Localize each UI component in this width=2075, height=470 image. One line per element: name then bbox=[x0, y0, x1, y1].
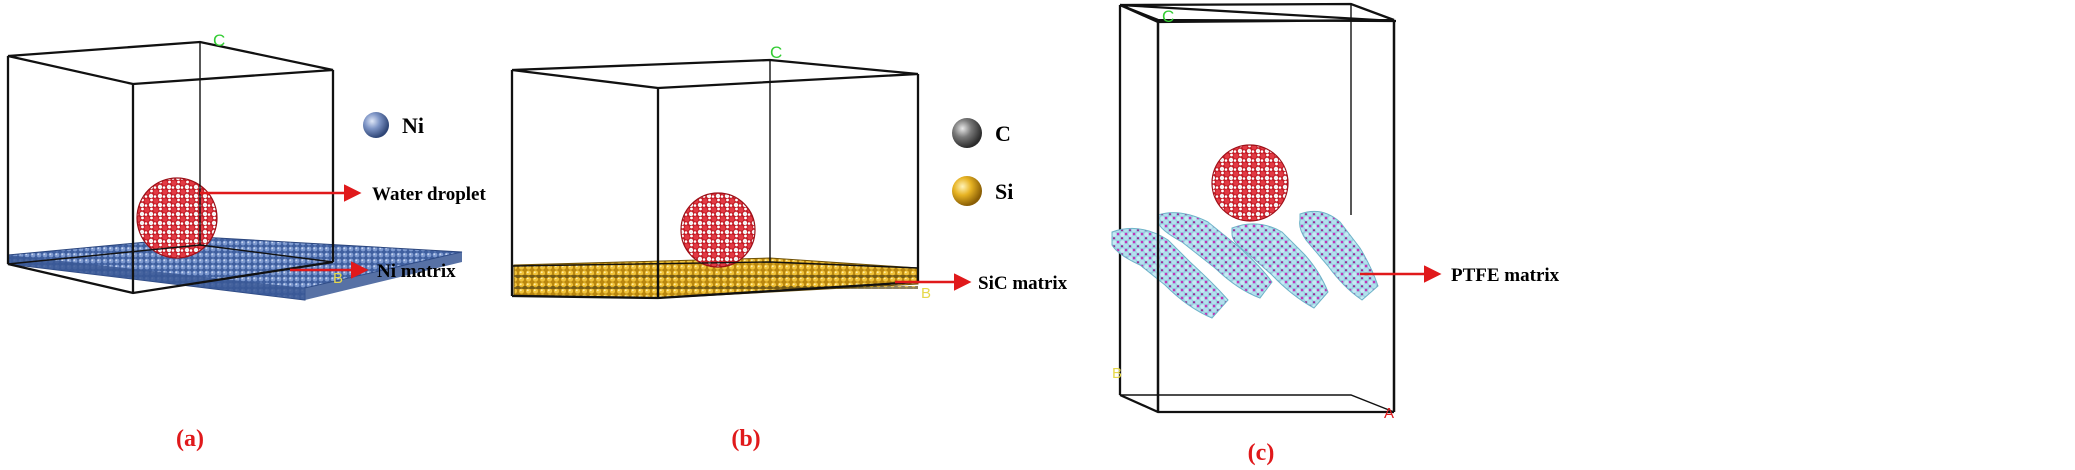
silicon-atom-icon bbox=[952, 176, 982, 206]
axis-label-b: B bbox=[1112, 365, 1122, 382]
axis-label-b: B bbox=[333, 270, 343, 287]
axis-label-b: B bbox=[921, 285, 931, 302]
simulation-box-b bbox=[510, 58, 920, 300]
annotation-water-droplet: Water droplet bbox=[372, 184, 486, 205]
water-droplet-c bbox=[1211, 144, 1289, 222]
panel-c: C B A PTFE matrix (c) bbox=[1111, 2, 1560, 466]
ptfe-matrix-chains bbox=[1111, 210, 1379, 319]
axis-label-c: C bbox=[770, 43, 782, 62]
axis-label-c: C bbox=[1162, 7, 1174, 26]
legend-ni-label: Ni bbox=[402, 113, 424, 138]
annotation-ni-matrix: Ni matrix bbox=[377, 261, 456, 282]
panel-label-c: (c) bbox=[1248, 440, 1275, 466]
ni-atom-icon bbox=[363, 112, 389, 138]
annotation-ptfe-matrix: PTFE matrix bbox=[1451, 265, 1560, 286]
panel-b: C B SiC matrix C Si (b) bbox=[510, 43, 1068, 452]
axis-label-a: A bbox=[1384, 405, 1394, 422]
legend-c-label: C bbox=[995, 121, 1011, 146]
axis-label-c: C bbox=[213, 31, 225, 50]
legend-si-label: Si bbox=[995, 179, 1013, 204]
panel-label-b: (b) bbox=[731, 426, 760, 452]
simulation-box-a bbox=[6, 40, 335, 295]
ptfe-chain-2 bbox=[1157, 212, 1273, 299]
carbon-atom-icon bbox=[952, 118, 982, 148]
panel-a: C B Water droplet Ni matrix Ni (a) bbox=[6, 31, 486, 452]
ptfe-chain-3 bbox=[1231, 223, 1329, 309]
panel-label-a: (a) bbox=[176, 426, 204, 452]
annotation-sic-matrix: SiC matrix bbox=[978, 273, 1068, 294]
water-droplet bbox=[136, 177, 218, 259]
water-droplet-b bbox=[680, 192, 756, 268]
ptfe-chain-4 bbox=[1299, 210, 1379, 301]
ptfe-chain-1 bbox=[1111, 227, 1229, 319]
